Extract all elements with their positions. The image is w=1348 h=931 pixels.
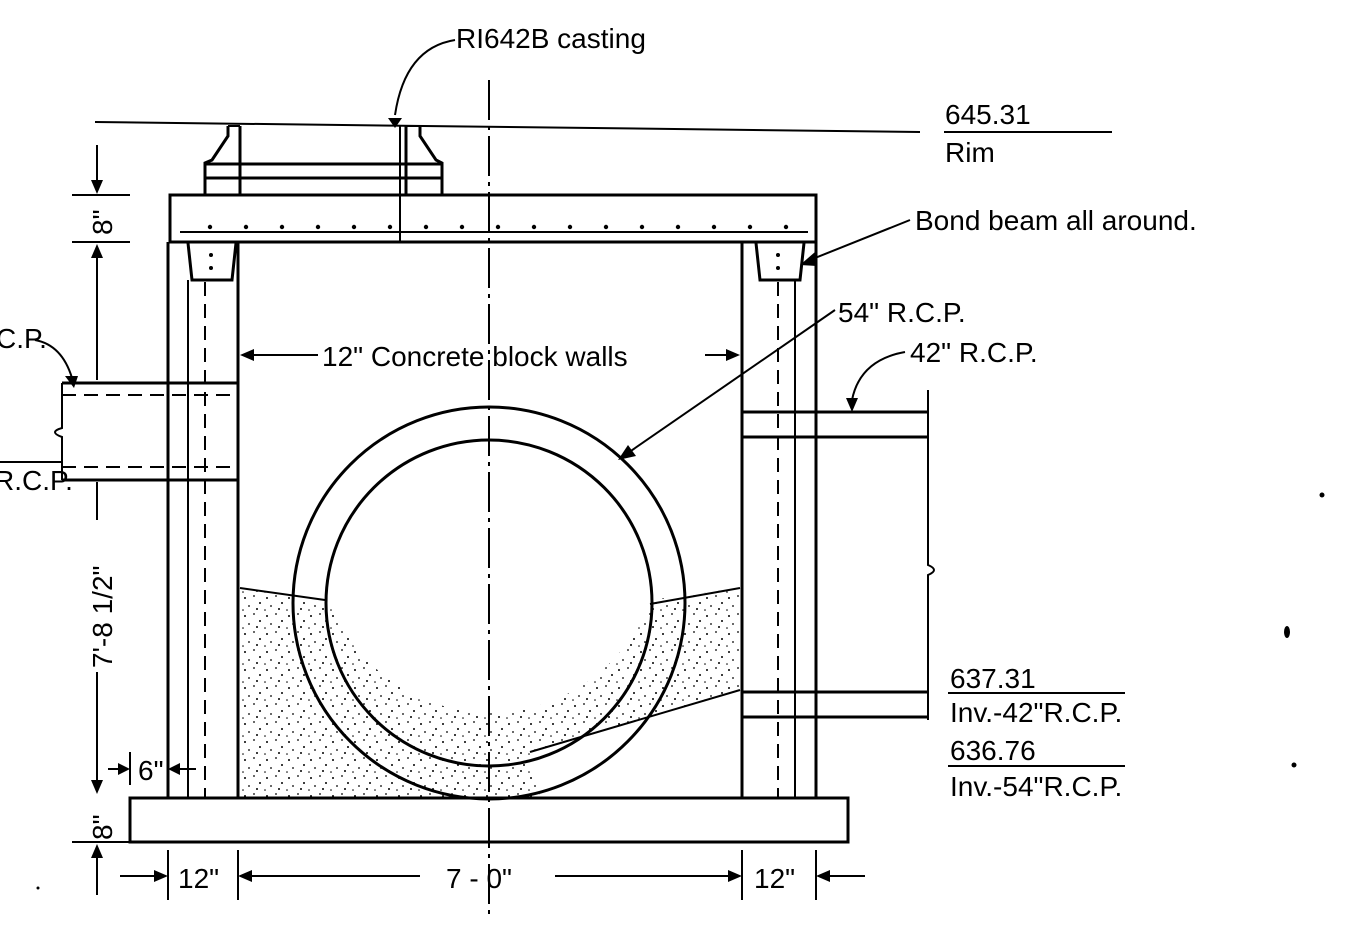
svg-text:8": 8" bbox=[87, 814, 118, 840]
inv-42-label: Inv.-42"R.C.P. bbox=[950, 697, 1122, 728]
inv-54-label: Inv.-54"R.C.P. bbox=[950, 771, 1122, 802]
scan-speck bbox=[1319, 492, 1325, 498]
rebar-dot bbox=[351, 224, 357, 230]
left-wall bbox=[166, 242, 240, 797]
svg-text:8": 8" bbox=[87, 209, 118, 235]
bond-beam-left bbox=[186, 242, 238, 282]
left-pipe-bottom-label: R.C.P. bbox=[0, 465, 73, 496]
dim-wall-height: 7'-8 1/2" bbox=[87, 482, 118, 794]
left-pipe bbox=[54, 381, 238, 482]
rebar-dot bbox=[423, 224, 429, 230]
scan-speck bbox=[36, 886, 40, 890]
rebar-dot bbox=[495, 224, 501, 230]
rebar-dot bbox=[603, 224, 609, 230]
block-walls-label: 12" Concrete block walls bbox=[322, 341, 628, 372]
dim-inside-width: 7 - 0" bbox=[446, 863, 512, 894]
rebar-dot bbox=[747, 224, 753, 230]
pipe-42-label: 42" R.C.P. bbox=[910, 337, 1038, 368]
right-pipe-42 bbox=[742, 390, 935, 720]
casting-frame bbox=[203, 125, 444, 242]
rebar-dot bbox=[315, 224, 321, 230]
rebar-dot bbox=[279, 224, 285, 230]
casting-leader bbox=[388, 39, 456, 128]
right-wall bbox=[740, 242, 818, 797]
rebar-dot bbox=[675, 224, 681, 230]
rebar-dot bbox=[567, 224, 573, 230]
dim-right-wall: 12" bbox=[754, 863, 795, 894]
rebar-dot bbox=[783, 224, 789, 230]
bond-beam-label: Bond beam all around. bbox=[915, 205, 1197, 236]
rebar-dot bbox=[459, 224, 465, 230]
svg-text:6": 6" bbox=[138, 755, 164, 786]
bond-beam-right bbox=[754, 242, 806, 282]
rim-line bbox=[94, 121, 921, 133]
pipe-54-label: 54" R.C.P. bbox=[838, 297, 966, 328]
rebar-dot bbox=[639, 224, 645, 230]
svg-text:7'-8 1/2": 7'-8 1/2" bbox=[87, 566, 118, 668]
scan-speck bbox=[1291, 762, 1297, 768]
rim-elevation: 645.31 bbox=[945, 99, 1031, 130]
pipe-54-leader bbox=[618, 309, 836, 460]
dim-base-slab: 8" bbox=[72, 814, 130, 895]
pipe-42-leader bbox=[846, 351, 906, 412]
rebar-dot bbox=[531, 224, 537, 230]
dim-top-slab: 8" bbox=[72, 145, 130, 380]
scan-speck bbox=[1284, 626, 1290, 638]
bond-beam-leader bbox=[800, 219, 911, 266]
dim-left-wall: 12" bbox=[178, 863, 219, 894]
rebar-dot bbox=[243, 224, 249, 230]
rebar-dot bbox=[207, 224, 213, 230]
left-pipe-top-label: C.P. bbox=[0, 323, 47, 354]
rebar-dot bbox=[387, 224, 393, 230]
rim-label: Rim bbox=[945, 137, 995, 168]
inv-54-elevation: 636.76 bbox=[950, 735, 1036, 766]
inv-42-elevation: 637.31 bbox=[950, 663, 1036, 694]
dim-bond-offset: 6" bbox=[108, 752, 196, 786]
dim-bottom: 12" 7 - 0" 12" bbox=[120, 850, 865, 900]
left-pipe-leader bbox=[34, 339, 78, 388]
bench-fill bbox=[240, 588, 740, 797]
top-slab bbox=[168, 193, 818, 244]
rebar-dot bbox=[711, 224, 717, 230]
casting-label: RI642B casting bbox=[456, 23, 646, 54]
block-walls-arrows bbox=[240, 349, 740, 361]
